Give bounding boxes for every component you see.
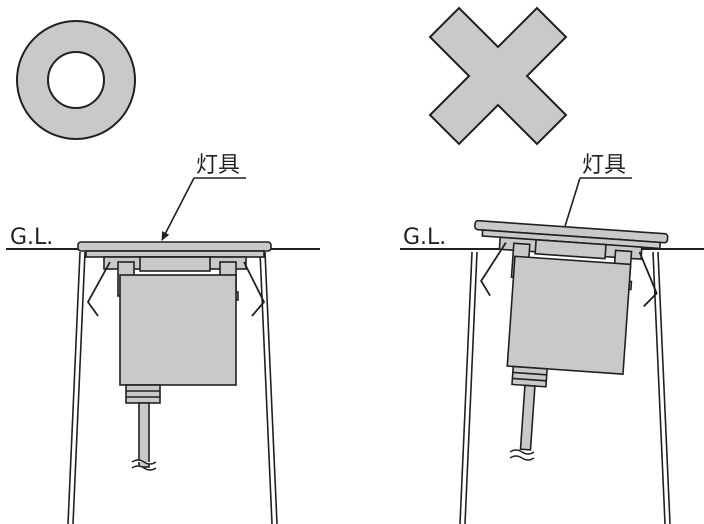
- fixture-housing: [119, 274, 237, 386]
- cable: [138, 402, 150, 468]
- cable: [519, 384, 536, 451]
- fixture-housing: [506, 255, 632, 376]
- cable-gland: [511, 365, 549, 388]
- spring-clips: [86, 261, 266, 317]
- light-fixture: [77, 241, 272, 468]
- ground-level-label: G.L.: [10, 225, 53, 250]
- hole-walls: [459, 251, 671, 524]
- cable-break-mark: [131, 459, 157, 471]
- panel-correct: 灯具 G.L.: [6, 20, 320, 524]
- fixture-label: 灯具: [196, 153, 240, 178]
- cross-incorrect-icon: [428, 6, 568, 146]
- cable-break-mark: [509, 449, 535, 461]
- hole-walls: [67, 251, 278, 524]
- circle-correct-icon: [16, 20, 136, 140]
- ground-level-label: G.L.: [403, 225, 446, 250]
- fixture-cover: [77, 241, 272, 252]
- leader-arrow: [161, 177, 195, 241]
- fixture-label: 灯具: [582, 153, 626, 178]
- light-fixture: [474, 219, 669, 451]
- panel-incorrect: 灯具 G.L.: [400, 6, 704, 524]
- cable-gland: [125, 384, 161, 404]
